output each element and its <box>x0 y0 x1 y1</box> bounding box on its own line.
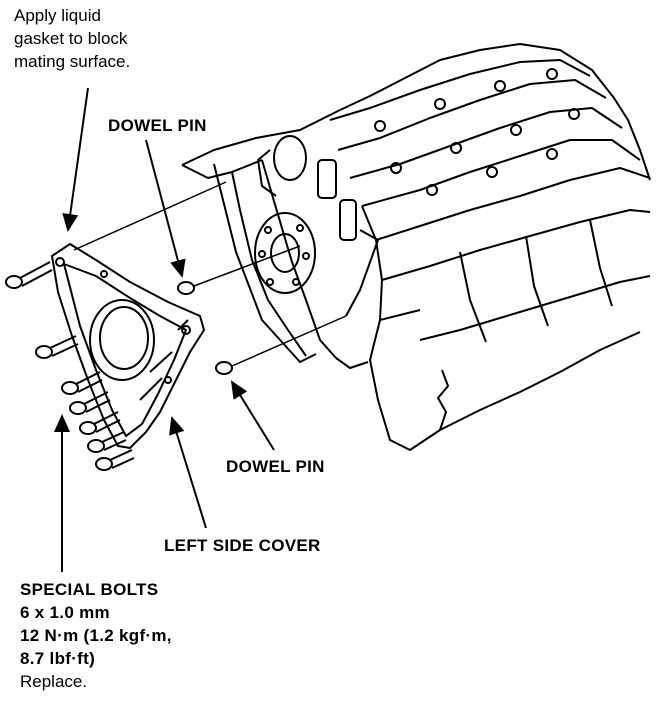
bolt <box>79 411 121 435</box>
bolt <box>35 335 79 359</box>
dowel-pin-bottom-label: DOWEL PIN <box>226 457 325 476</box>
gasket-note: Apply liquid gasket to block mating surf… <box>14 4 130 73</box>
alignment-lines <box>73 181 347 367</box>
dowel-pin-lower <box>215 361 233 375</box>
special-bolts-torque: 12 N·m (1.2 kgf·m, <box>20 626 172 645</box>
special-bolts <box>5 261 135 471</box>
gasket-note-line-2: gasket to block <box>14 29 128 48</box>
bolt <box>5 261 53 289</box>
left-side-cover-label: LEFT SIDE COVER <box>164 536 321 555</box>
special-bolts-title: SPECIAL BOLTS <box>20 580 159 599</box>
bolt <box>87 431 127 453</box>
bolt <box>69 391 111 415</box>
leader-lines <box>54 87 275 572</box>
dowel-pin-upper <box>177 281 195 295</box>
special-bolts-torque-imperial: 8.7 lbf·ft) <box>20 649 96 668</box>
bolt <box>95 449 135 471</box>
engine-block <box>181 43 651 451</box>
left-side-cover-leader <box>169 416 207 529</box>
left-side-cover <box>51 243 205 449</box>
special-bolts-size: 6 x 1.0 mm <box>20 603 110 622</box>
dowel-pin-bottom-leader <box>230 380 275 451</box>
gasket-note-line-3: mating surface. <box>14 52 131 71</box>
gasket-note-line-1: Apply liquid <box>14 6 101 25</box>
dowel-pins <box>177 281 233 375</box>
special-bolts-replace: Replace. <box>20 672 88 691</box>
dowel-pin-top-leader <box>145 139 186 278</box>
special-bolts-spec: SPECIAL BOLTS 6 x 1.0 mm 12 N·m (1.2 kgf… <box>20 578 172 693</box>
dowel-pin-top-label: DOWEL PIN <box>108 116 207 135</box>
bolt <box>61 371 103 395</box>
gasket-note-leader <box>62 87 89 232</box>
